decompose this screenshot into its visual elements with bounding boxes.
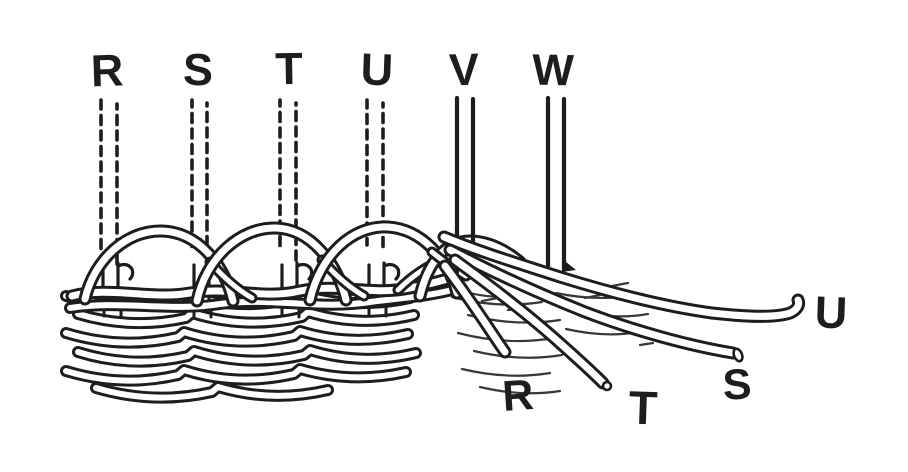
stake-w-knot: [562, 262, 576, 272]
faint-dash: [610, 281, 630, 288]
label-top-r: R: [90, 44, 124, 96]
label-end-r: R: [501, 371, 535, 421]
label-top-u: U: [360, 43, 394, 95]
stake-stub-hook: [295, 262, 314, 281]
faint-dash: [583, 293, 602, 300]
rod-s-tip: [732, 347, 744, 363]
rod-tips: [601, 347, 744, 392]
faint-dash: [480, 296, 500, 303]
border-base-rods: [64, 269, 465, 314]
faint-arc: [460, 367, 552, 377]
stake-stub-hook: [116, 262, 135, 281]
label-end-s: S: [721, 360, 752, 409]
faint-arc: [456, 331, 556, 343]
stake-stub-hook: [382, 262, 401, 281]
faint-dash: [638, 341, 655, 347]
labels: R S T U V W R T S U: [90, 43, 848, 435]
label-top-t: T: [275, 43, 303, 94]
label-end-t: T: [628, 381, 659, 435]
rod-t-tip: [601, 380, 613, 392]
faint-arc: [478, 385, 562, 395]
label-top-w: W: [532, 46, 575, 96]
label-top-s: S: [183, 44, 214, 96]
faint-arc: [472, 349, 564, 359]
loose-rod-ends: [437, 230, 806, 390]
label-end-u: U: [814, 286, 848, 338]
label-top-v: V: [448, 43, 480, 95]
